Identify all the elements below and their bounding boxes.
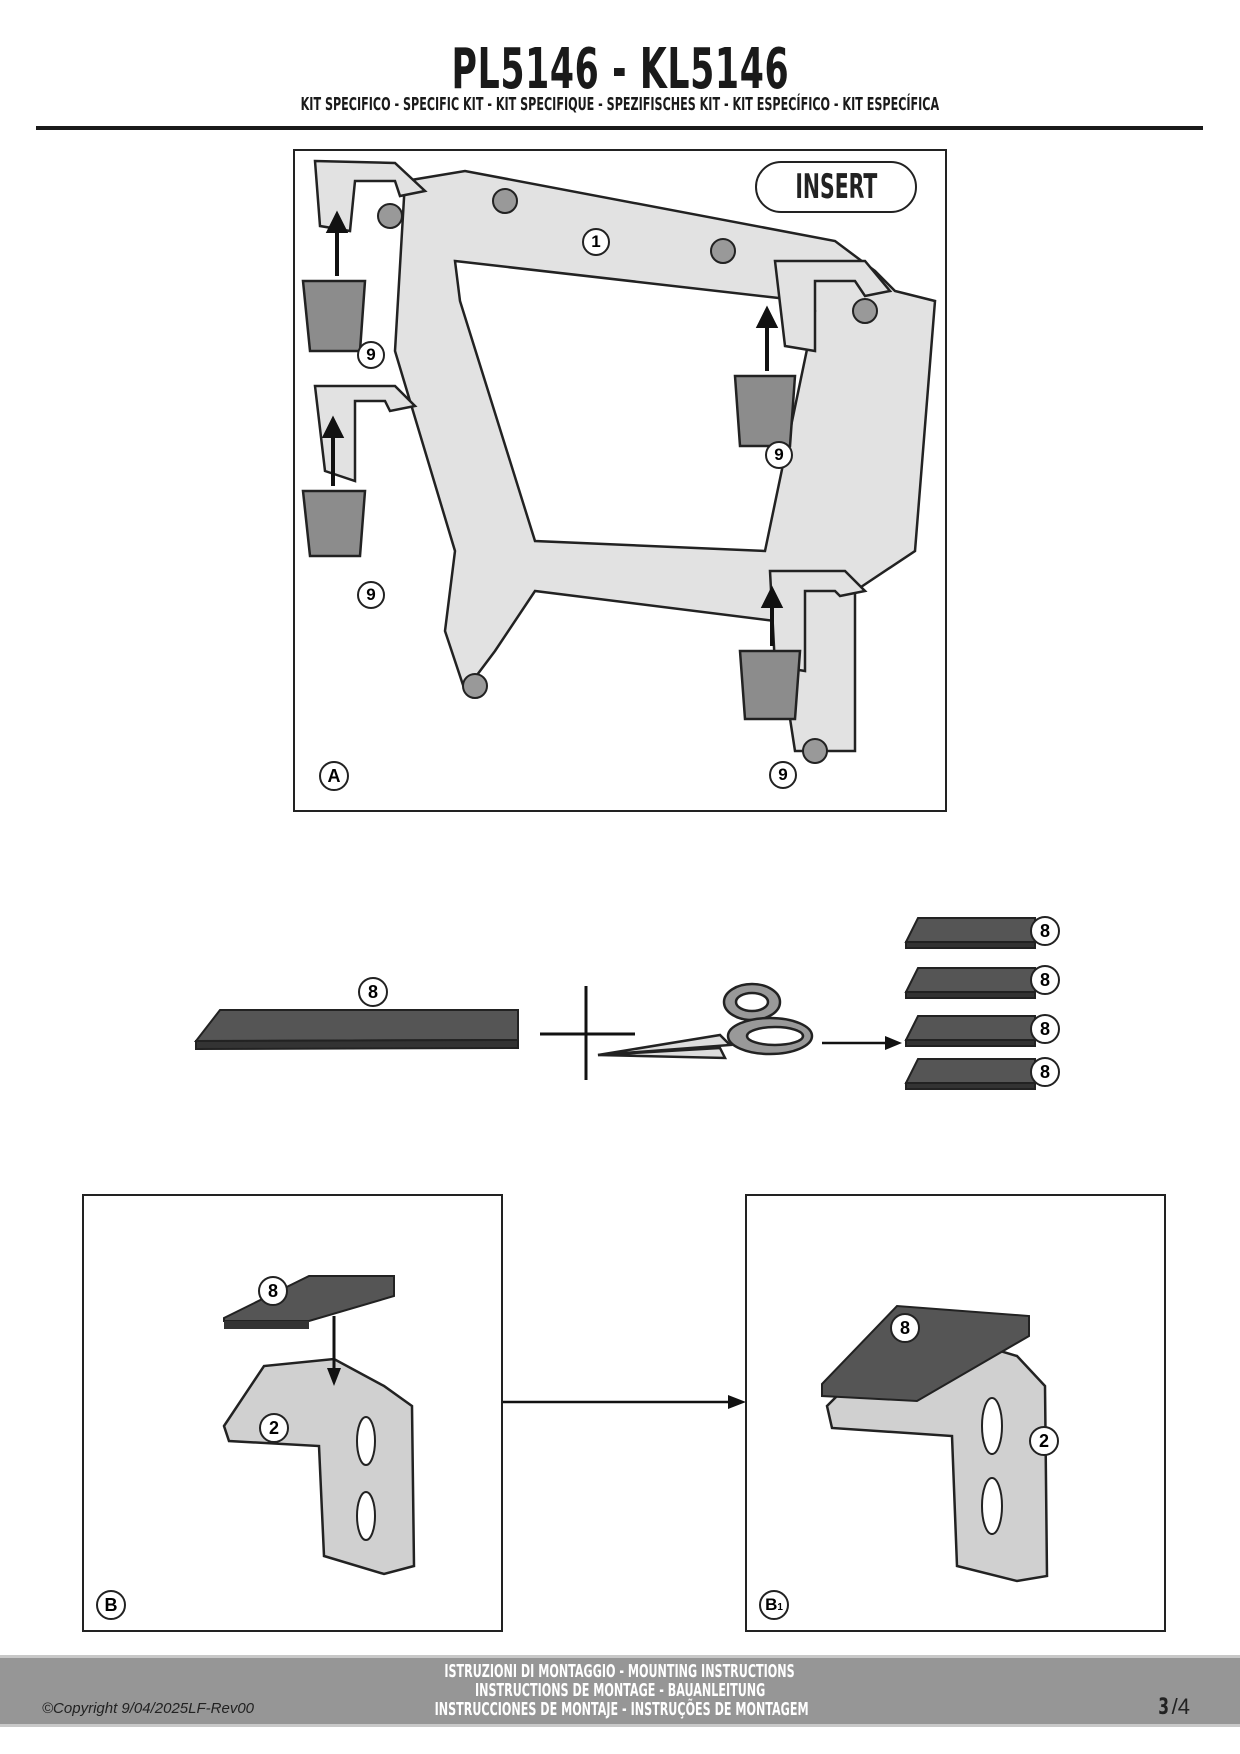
callout-9: 9: [357, 341, 385, 369]
page-current: 3: [1158, 1695, 1170, 1720]
frame-illustration: [301, 159, 937, 764]
figure-label-b: B: [96, 1590, 126, 1620]
footer-line: ISTRUZIONI DI MONTAGGIO - MOUNTING INSTR…: [444, 1661, 796, 1682]
page-total: /4: [1171, 1694, 1190, 1719]
callout-9: 9: [357, 581, 385, 609]
callout-2: 2: [259, 1413, 289, 1443]
callout-8: 8: [1030, 1014, 1060, 1044]
page-subtitle: KIT SPECIFICO - SPECIFIC KIT - KIT SPECI…: [0, 94, 1240, 115]
subtitle-text: KIT SPECIFICO - SPECIFIC KIT - KIT SPECI…: [300, 94, 940, 115]
label-subscript: 1: [777, 1602, 783, 1613]
title-text: PL5146 - KL5146: [451, 37, 789, 102]
label-text: B: [765, 1595, 778, 1614]
scissors-icon: [597, 982, 814, 1060]
figure-b1: 8 2 B1: [745, 1194, 1166, 1632]
figure-label-b1: B1: [759, 1590, 789, 1620]
figure-label-a: A: [319, 761, 349, 791]
callout-1: 1: [582, 228, 610, 256]
header-divider: [36, 126, 1203, 130]
footer-line: INSTRUCCIONES DE MONTAJE - INSTRUÇÕES DE…: [434, 1699, 809, 1720]
callout-2: 2: [1029, 1426, 1059, 1456]
footer-line: INSTRUCTIONS DE MONTAGE - BAUANLEITUNG: [474, 1680, 766, 1701]
page-title: PL5146 - KL5146: [0, 36, 1240, 102]
footer-instructions: ISTRUZIONI DI MONTAGGIO - MOUNTING INSTR…: [320, 1662, 920, 1719]
bracket-after-illustration: [821, 1304, 1049, 1583]
footer-bar: ISTRUZIONI DI MONTAGGIO - MOUNTING INSTR…: [0, 1655, 1240, 1727]
rubber-pads: [301, 279, 802, 721]
figure-b: 8 2 B: [82, 1194, 503, 1632]
page-number: 3/4: [1156, 1694, 1190, 1720]
figure-a: INSERT 1 9 9 9 9 A: [293, 149, 947, 812]
plus-sign: [540, 986, 635, 1080]
bracket-before-illustration: [222, 1275, 416, 1576]
copyright: ©Copyright 9/04/2025LF-Rev00: [42, 1700, 255, 1717]
callout-8: 8: [1030, 916, 1060, 946]
callout-9: 9: [765, 441, 793, 469]
callout-8: 8: [258, 1276, 288, 1306]
callout-8: 8: [358, 977, 388, 1007]
callout-9: 9: [769, 761, 797, 789]
insert-badge: INSERT: [755, 161, 917, 213]
callout-8: 8: [890, 1313, 920, 1343]
callout-8: 8: [1030, 965, 1060, 995]
adhesive-strip: [193, 1009, 519, 1051]
callout-8: 8: [1030, 1057, 1060, 1087]
cut-strips: [904, 917, 1036, 1090]
